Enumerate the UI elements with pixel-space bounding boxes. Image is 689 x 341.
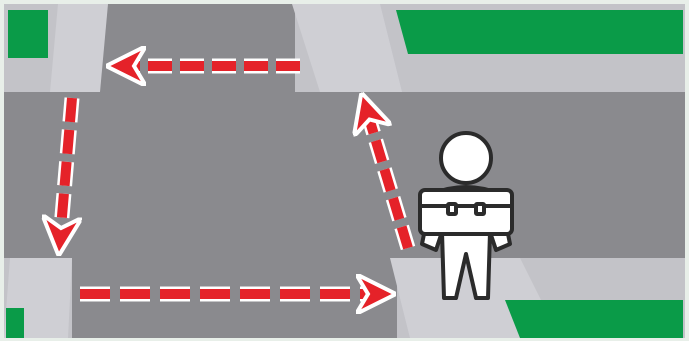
briefcase-clasp-right (476, 204, 484, 214)
briefcase-clasp-left (448, 204, 456, 214)
pedestrian-head (441, 133, 491, 183)
grass-top-left (8, 10, 48, 58)
briefcase (420, 190, 512, 234)
grass-top-right (396, 10, 683, 54)
grass-bottom-right (505, 300, 683, 338)
crosswalk-top-left (50, 4, 108, 92)
road-vertical-top (100, 4, 295, 94)
grass-bottom-left (6, 308, 24, 338)
road-horizontal (4, 92, 685, 258)
